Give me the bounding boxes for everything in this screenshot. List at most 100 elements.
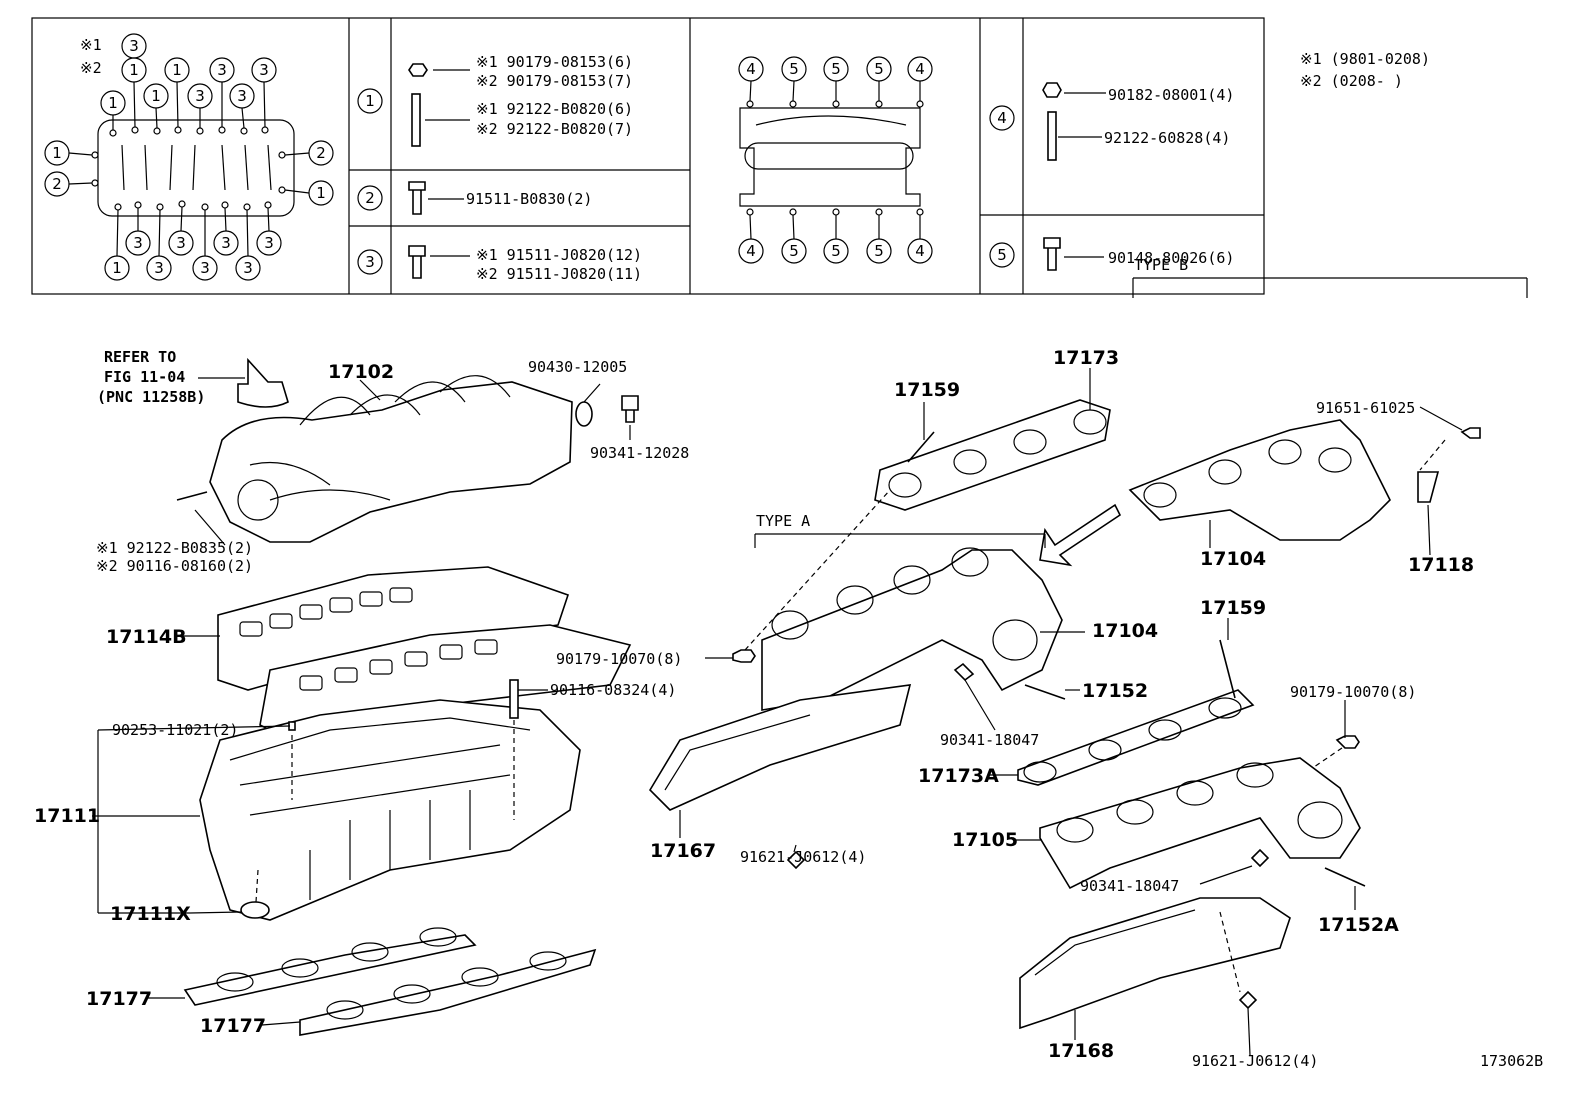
stud-icon xyxy=(1047,111,1057,161)
svg-text:5: 5 xyxy=(831,242,841,260)
svg-text:5: 5 xyxy=(831,60,841,78)
upper-intake-plenum xyxy=(209,357,573,543)
plug-17111X xyxy=(240,901,270,919)
exhaust-manifold-17105 xyxy=(1039,757,1366,890)
type-a-label: TYPE A xyxy=(756,512,810,530)
stud-90116-08324 xyxy=(509,679,519,719)
callout-90341-12028: 90341-12028 xyxy=(590,444,689,462)
legend-row-5: 5 90148-80026(6) xyxy=(989,237,1234,271)
type-b-label: TYPE B xyxy=(1134,256,1188,274)
svg-text:4: 4 xyxy=(997,109,1007,127)
bolt-90341-18047-a xyxy=(953,662,975,682)
callout-17152A: 17152A xyxy=(1318,914,1399,936)
svg-text:1: 1 xyxy=(316,184,326,202)
svg-text:3: 3 xyxy=(195,87,205,105)
svg-text:1: 1 xyxy=(129,61,139,79)
date-notes: ※1 (9801-0208) ※2 (0208- ) xyxy=(1300,50,1430,90)
exhaust-gasket-17173A xyxy=(1017,639,1360,791)
svg-text:※2 90179-08153(7): ※2 90179-08153(7) xyxy=(476,72,633,90)
bolt-icon xyxy=(1043,237,1061,271)
callout-17159-b: 17159 xyxy=(1200,597,1266,619)
callout-17177-a: 17177 xyxy=(86,988,152,1010)
nut-90179-10070-b xyxy=(1335,735,1360,749)
arrow-icon xyxy=(1039,503,1122,567)
bolt-icon xyxy=(408,245,426,279)
callout-90116-08324: 90116-08324(4) xyxy=(550,681,676,699)
fastener-legend-table: ※1 ※2 xyxy=(31,17,1430,295)
intake-gaskets-17177 xyxy=(183,927,597,1036)
callout-17168: 17168 xyxy=(1048,1040,1114,1062)
note1-mark: ※1 xyxy=(80,36,102,54)
stud-17152 xyxy=(1024,684,1066,700)
callout-17111: 17111 xyxy=(34,805,100,827)
exhaust-manifold-type-a-17104 xyxy=(732,489,1122,711)
svg-text:※1 90179-08153(6): ※1 90179-08153(6) xyxy=(476,53,633,71)
svg-text:3: 3 xyxy=(237,87,247,105)
legend-row-3: 3 ※1 91511-J0820(12) ※2 91511-J0820(11) xyxy=(357,245,642,283)
legend-row-1: 1 ※1 90179-08153(6) ※2 90179-08153(7) ※1… xyxy=(357,53,633,147)
svg-text:5: 5 xyxy=(789,60,799,78)
callout-90341-18047-b: 90341-18047 xyxy=(1080,877,1179,895)
svg-text:3: 3 xyxy=(129,37,139,55)
svg-text:1: 1 xyxy=(112,259,122,277)
refer-line1: REFER TO xyxy=(104,348,176,366)
callout-17173A: 17173A xyxy=(918,765,999,787)
callout-17102: 17102 xyxy=(328,361,394,383)
svg-text:3: 3 xyxy=(200,259,210,277)
row1-mark: 1 xyxy=(365,92,375,110)
callout-91621-j0612-a: 91621-J0612(4) xyxy=(740,848,866,866)
callout-17104-a: 17104 xyxy=(1092,620,1158,642)
svg-text:90148-80026(6): 90148-80026(6) xyxy=(1108,249,1234,267)
bracket-17102 xyxy=(237,357,289,408)
stud-17159-b xyxy=(1219,639,1236,699)
callout-90179-10070-b: 90179-10070(8) xyxy=(1290,683,1416,701)
svg-text:3: 3 xyxy=(221,234,231,252)
heat-insulator-17167 xyxy=(648,684,912,870)
svg-text:3: 3 xyxy=(259,61,269,79)
svg-text:※2 92122-B0820(7): ※2 92122-B0820(7) xyxy=(476,120,633,138)
svg-text:92122-60828(4): 92122-60828(4) xyxy=(1104,129,1230,147)
svg-text:3: 3 xyxy=(133,234,143,252)
nut-icon xyxy=(1042,82,1062,98)
callout-17105: 17105 xyxy=(952,829,1018,851)
refer-line3: (PNC 11258B) xyxy=(97,388,205,406)
oil-filler-cap xyxy=(575,395,639,427)
svg-text:3: 3 xyxy=(243,259,253,277)
svg-text:2: 2 xyxy=(52,175,62,193)
svg-text:4: 4 xyxy=(915,242,925,260)
callout-17118: 17118 xyxy=(1408,554,1474,576)
svg-text:※1 91511-J0820(12): ※1 91511-J0820(12) xyxy=(476,246,642,264)
plug-90341-12028 xyxy=(621,395,639,423)
svg-text:1: 1 xyxy=(172,61,182,79)
svg-text:5: 5 xyxy=(997,246,1007,264)
bolt-91621-b xyxy=(1238,990,1258,1010)
svg-text:※1 (9801-0208): ※1 (9801-0208) xyxy=(1300,50,1430,68)
svg-text:3: 3 xyxy=(365,253,375,271)
bolt-icon xyxy=(408,181,426,215)
svg-text:91511-B0830(2): 91511-B0830(2) xyxy=(466,190,592,208)
bolt-90341-18047-b xyxy=(1250,848,1270,868)
exhaust-gasket-17173 xyxy=(874,399,1111,511)
svg-text:5: 5 xyxy=(789,242,799,260)
nut-icon xyxy=(408,63,428,77)
svg-text:※2 (0208- ): ※2 (0208- ) xyxy=(1300,72,1403,90)
bolt-pattern-intake: ※1 ※2 xyxy=(44,33,334,281)
refer-line2: FIG 11-04 xyxy=(104,368,185,386)
bolt-91651-61025 xyxy=(1460,427,1481,439)
callout-17173: 17173 xyxy=(1053,347,1119,369)
part-callouts: REFER TO FIG 11-04 (PNC 11258B) 17102 90… xyxy=(34,256,1543,1070)
callout-17177-b: 17177 xyxy=(200,1015,266,1037)
figure-number: 173062B xyxy=(1480,1052,1543,1070)
legend-row-2: 2 91511-B0830(2) xyxy=(357,181,592,215)
leader-lines xyxy=(92,277,1528,1056)
svg-text:3: 3 xyxy=(264,234,274,252)
stud-92122-b0835 xyxy=(176,491,208,501)
svg-text:※1 92122-B0820(6): ※1 92122-B0820(6) xyxy=(476,100,633,118)
svg-text:4: 4 xyxy=(746,242,756,260)
callout-17152: 17152 xyxy=(1082,680,1148,702)
svg-text:2: 2 xyxy=(316,144,326,162)
callout-90253: 90253-11021(2) xyxy=(112,721,238,739)
legend-row-4: 4 90182-08001(4) 92122-60828(4) xyxy=(989,82,1234,161)
bolt-91621-a xyxy=(786,850,806,870)
